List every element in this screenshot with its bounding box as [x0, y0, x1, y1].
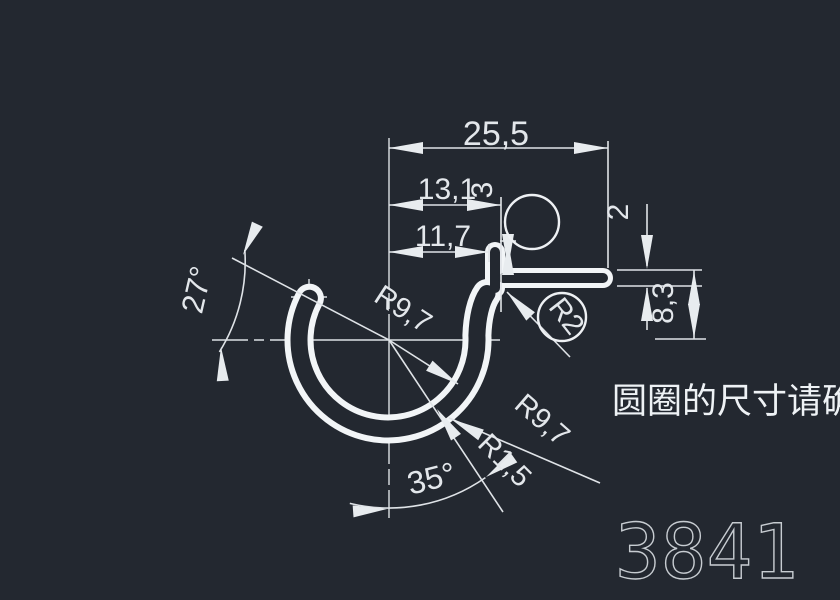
profile-outline [284, 242, 613, 444]
drawing-number: 3841 [615, 507, 798, 596]
revision-circle-top [503, 193, 561, 251]
dim-lip-inner: 13,1 [389, 173, 502, 312]
dim-total-width: 25,5 [389, 115, 609, 268]
dim-117-label: 11,7 [415, 220, 471, 253]
note-text: 圆圈的尺寸请确认 [612, 382, 840, 421]
dim-27-ray [231, 257, 390, 341]
dim-83-label: 8,3 [647, 282, 680, 324]
dim-drop-height: 8,3 [647, 270, 706, 340]
dim-flange-thickness: 2 [602, 204, 702, 330]
dim-lip-outer: 11,7 [389, 220, 490, 262]
dim-131-label: 13,1 [418, 173, 476, 206]
profile-wall-core [290, 285, 496, 438]
dim-2-label: 2 [602, 204, 635, 221]
dim-25-lines [389, 141, 609, 268]
dim-25-label: 25,5 [463, 115, 529, 153]
revision-circle-fillet [536, 291, 588, 343]
dim-35-arc [349, 476, 486, 509]
dim-27-arc [218, 249, 247, 353]
dim-2-lines [617, 204, 702, 330]
dim-3-label: 3 [466, 182, 499, 199]
